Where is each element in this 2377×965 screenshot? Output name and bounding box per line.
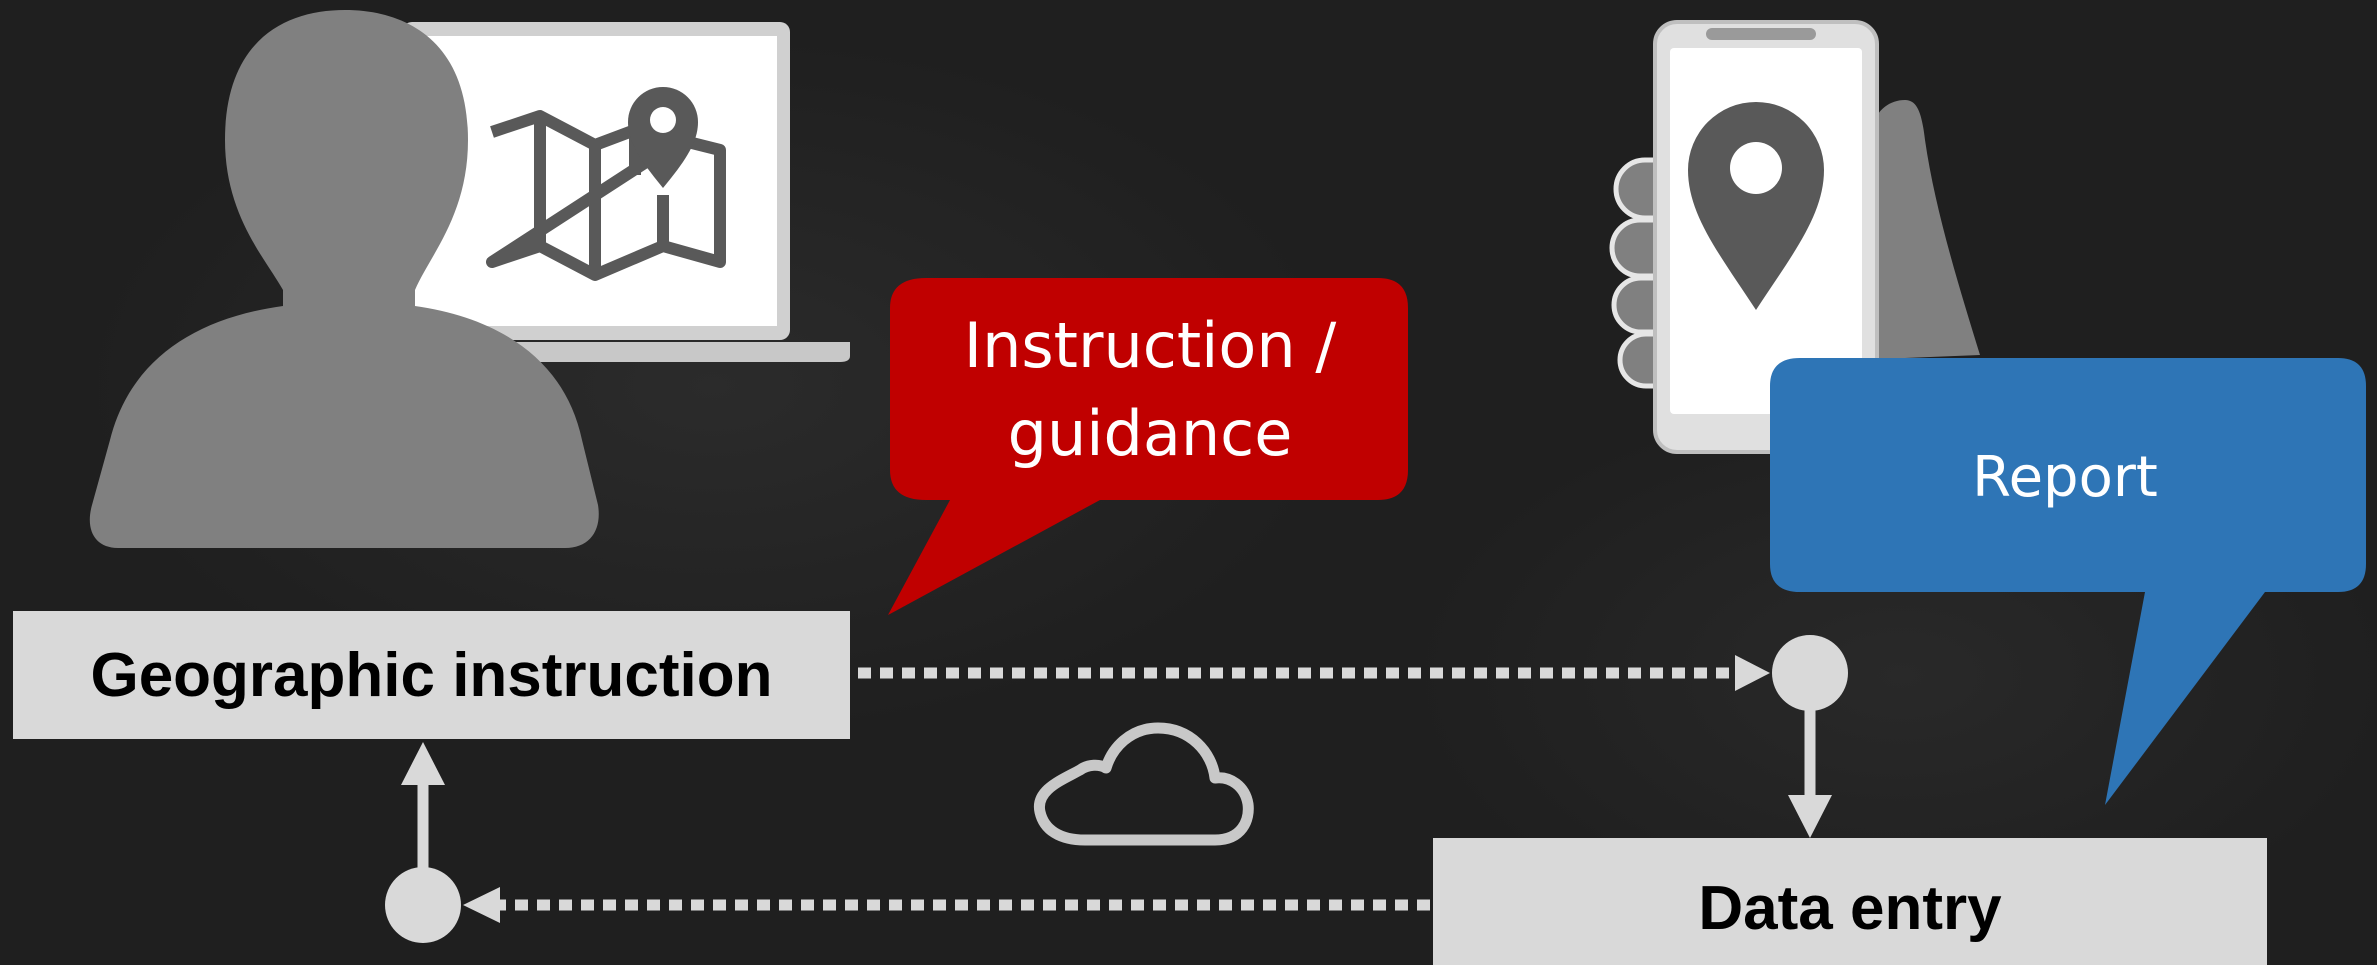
map-pin-icon <box>486 87 726 281</box>
report-label: Report <box>1972 445 2158 510</box>
instruction-bubble-text: Instruction / guidance <box>890 280 1410 500</box>
instruction-line-2: guidance <box>1007 397 1293 470</box>
data-entry-box: Data entry <box>1433 838 2267 965</box>
report-bubble-text: Report <box>1770 360 2360 595</box>
dotted-arrow-right <box>858 655 1770 691</box>
location-pin-icon <box>1688 102 1824 310</box>
data-entry-label: Data entry <box>1698 873 2002 943</box>
arrow-down <box>1788 710 1832 838</box>
node-circle-right <box>1772 635 1848 711</box>
instruction-line-1: Instruction / <box>963 309 1337 382</box>
person-icon <box>89 10 599 548</box>
geographic-instruction-box: Geographic instruction <box>13 611 850 739</box>
geographic-instruction-label: Geographic instruction <box>90 640 773 710</box>
instruction-bubble <box>888 278 1408 615</box>
report-bubble <box>1770 358 2366 805</box>
arrow-up <box>401 742 445 868</box>
cloud-icon <box>1033 722 1254 846</box>
laptop-icon <box>402 22 850 362</box>
node-circle-left <box>385 867 461 943</box>
dotted-arrow-left <box>463 887 1430 923</box>
